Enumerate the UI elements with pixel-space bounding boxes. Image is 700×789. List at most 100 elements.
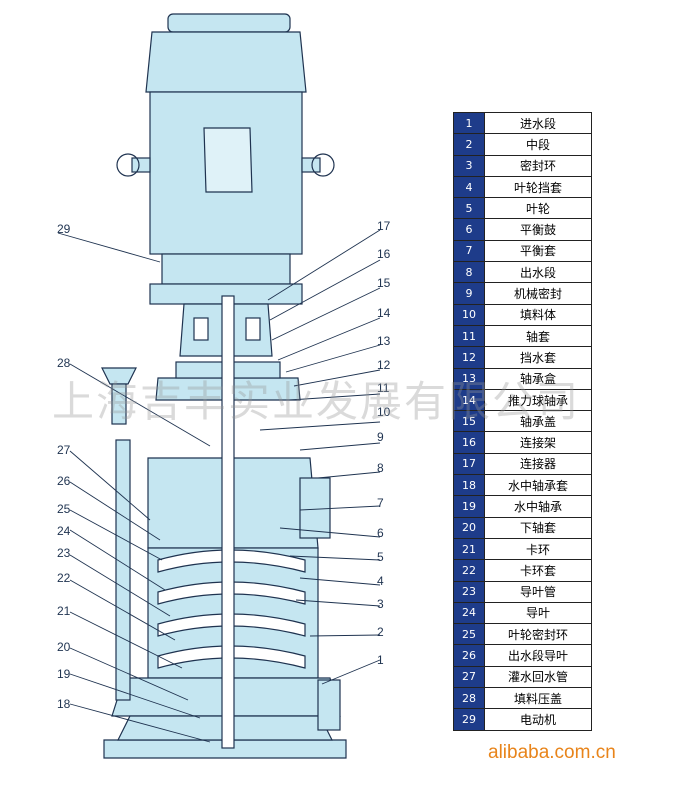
part-number: 11 [453, 324, 485, 348]
part-number: 21 [453, 537, 485, 561]
part-number: 22 [453, 559, 485, 582]
callout-2: 2 [377, 625, 384, 639]
callout-22: 22 [57, 571, 71, 585]
part-name: 水中轴承套 [484, 474, 592, 497]
part-number: 29 [453, 708, 485, 731]
part-name: 填料压盖 [484, 687, 592, 710]
part-number: 10 [453, 303, 485, 326]
part-number: 1 [453, 111, 485, 135]
callout-13: 13 [377, 334, 391, 348]
callout-5: 5 [377, 550, 384, 564]
part-number: 2 [453, 133, 485, 156]
callout-21: 21 [57, 604, 71, 618]
callout-20: 20 [57, 640, 71, 654]
part-number: 18 [453, 474, 485, 497]
callout-11: 11 [377, 381, 390, 395]
part-name: 导叶管 [484, 580, 592, 603]
callout-12: 12 [377, 358, 391, 372]
part-name: 连接架 [484, 431, 592, 454]
callout-7: 7 [377, 496, 384, 510]
part-name: 连接器 [484, 452, 592, 476]
part-name: 轴承盒 [484, 367, 592, 390]
callout-6: 6 [377, 526, 384, 540]
priming-pipe [101, 367, 137, 701]
part-name: 叶轮 [484, 197, 592, 220]
part-number: 12 [453, 346, 485, 369]
part-number: 24 [453, 601, 485, 625]
brand-logo-text: alibaba.com.cn [488, 742, 616, 763]
part-number: 5 [453, 197, 485, 220]
part-number: 4 [453, 175, 485, 199]
part-name: 推力球轴承 [484, 388, 592, 412]
part-name: 轴套 [484, 324, 592, 348]
part-number: 7 [453, 239, 485, 263]
part-name: 叶轮挡套 [484, 175, 592, 199]
part-number: 9 [453, 282, 485, 305]
callout-28: 28 [57, 356, 71, 370]
part-name: 电动机 [484, 708, 592, 731]
callout-1: 1 [377, 653, 384, 667]
part-name: 灌水回水管 [484, 665, 592, 689]
callout-23: 23 [57, 546, 71, 560]
part-name: 机械密封 [484, 282, 592, 305]
part-number: 17 [453, 452, 485, 476]
part-number: 14 [453, 388, 485, 412]
part-number: 20 [453, 516, 485, 539]
callout-25: 25 [57, 502, 71, 516]
pump-shaft [221, 295, 235, 749]
callout-4: 4 [377, 574, 384, 588]
pump-cross-section-diagram: 17 16 15 14 13 12 11 10 9 8 7 6 5 4 3 2 … [57, 13, 391, 759]
part-number: 6 [453, 218, 485, 241]
callout-9: 9 [377, 430, 384, 444]
part-name: 卡环套 [484, 559, 592, 582]
callout-18: 18 [57, 697, 71, 711]
callout-8: 8 [377, 461, 384, 475]
motor [116, 13, 335, 285]
part-name: 出水段导叶 [484, 644, 592, 667]
callout-29: 29 [57, 222, 71, 236]
part-name: 导叶 [484, 601, 592, 625]
part-number: 23 [453, 580, 485, 603]
part-name: 水中轴承 [484, 495, 592, 518]
callout-17: 17 [377, 219, 391, 233]
callout-24: 24 [57, 524, 71, 538]
part-name: 填料体 [484, 303, 592, 326]
part-number: 13 [453, 367, 485, 390]
part-name: 中段 [484, 133, 592, 156]
part-number: 25 [453, 623, 485, 646]
part-name: 轴承盖 [484, 410, 592, 433]
part-name: 平衡套 [484, 239, 592, 263]
part-name: 进水段 [484, 111, 592, 135]
callout-3: 3 [377, 597, 384, 611]
part-number: 15 [453, 410, 485, 433]
callout-10: 10 [377, 405, 391, 419]
part-name: 叶轮密封环 [484, 623, 592, 646]
part-number: 19 [453, 495, 485, 518]
callout-19: 19 [57, 667, 71, 681]
